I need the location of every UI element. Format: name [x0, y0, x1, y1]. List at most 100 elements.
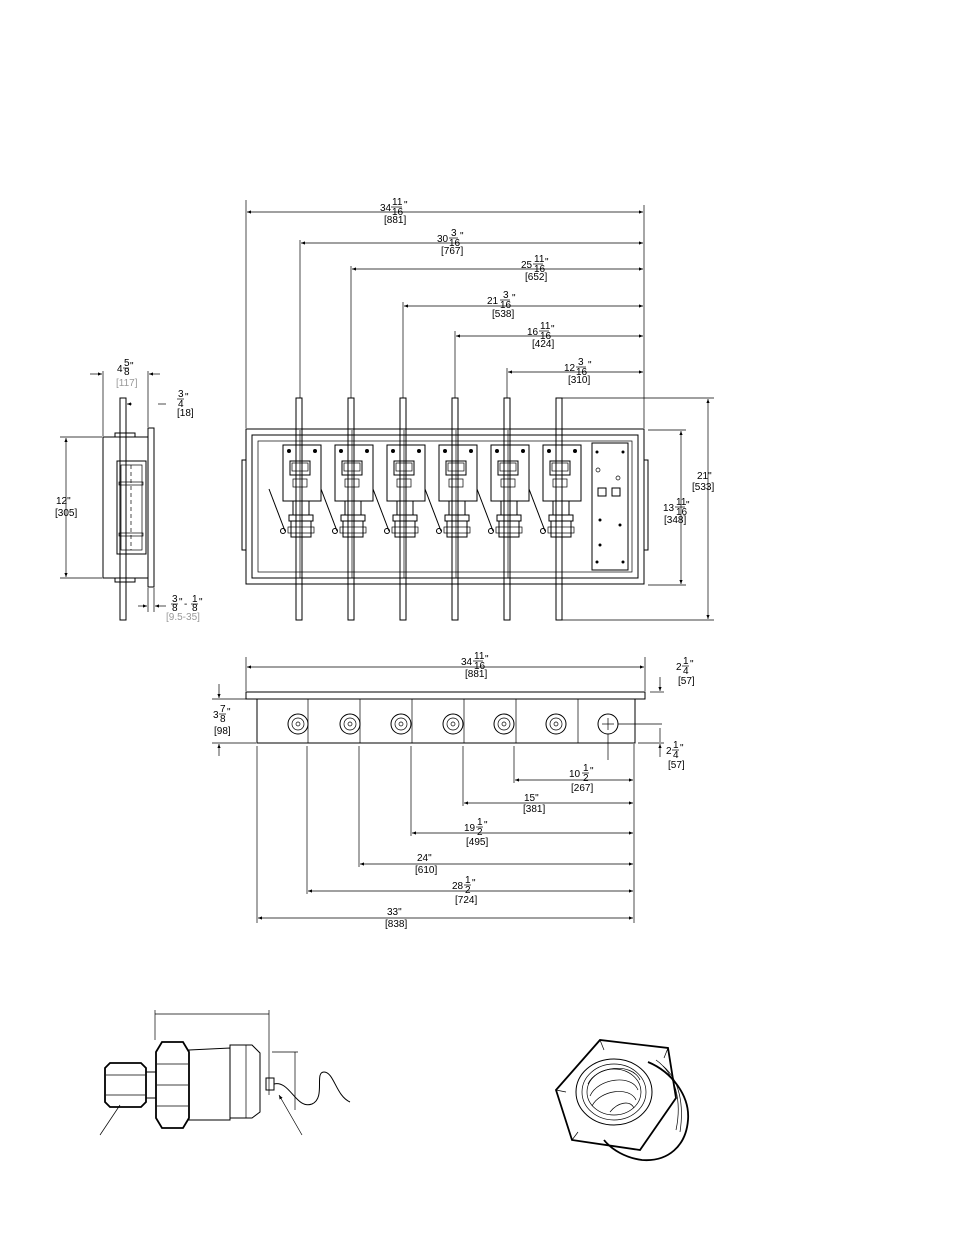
svg-text:16: 16 — [576, 367, 588, 378]
svg-text:[881]: [881] — [384, 215, 406, 226]
svg-text:": " — [545, 257, 549, 268]
svg-text:[538]: [538] — [492, 309, 514, 320]
svg-text:[610]: [610] — [415, 865, 437, 876]
pressure-gauge — [268, 444, 322, 538]
svg-text:5: 5 — [124, 358, 130, 369]
pressure-gauge — [372, 444, 426, 538]
svg-text:8: 8 — [220, 714, 226, 725]
svg-text:3: 3 — [503, 290, 509, 301]
spacing-dim-3: 19 — [464, 823, 476, 834]
svg-text:11: 11 — [474, 651, 485, 662]
svg-text:": " — [588, 360, 592, 371]
port-width-dim-2: 25 — [521, 260, 533, 271]
svg-text:4: 4 — [673, 750, 679, 761]
svg-text:11: 11 — [534, 254, 545, 265]
svg-text:": " — [485, 654, 489, 665]
svg-text:[310]: [310] — [568, 375, 590, 386]
svg-text:11: 11 — [540, 321, 551, 332]
svg-text:[652]: [652] — [525, 272, 547, 283]
svg-text:1: 1 — [683, 656, 689, 667]
svg-text:[98]: [98] — [214, 726, 231, 737]
bottom-view: 34 11 16 " [881] 2 1 4 " [57] 3 7 8 " [9… — [212, 651, 695, 930]
svg-text:": " — [179, 597, 183, 608]
svg-text:": " — [185, 392, 189, 403]
svg-text:": " — [512, 293, 516, 304]
port-width-dim-4: 16 — [527, 327, 539, 338]
pressure-gauge — [424, 444, 478, 538]
spacing-dim-5: 28 — [452, 881, 464, 892]
svg-text:1: 1 — [673, 740, 679, 751]
inner-height-dim: 13 — [663, 503, 675, 514]
svg-text:": " — [472, 878, 476, 889]
spacing-dim-4: 24" — [417, 853, 432, 864]
svg-text:[18]: [18] — [177, 408, 194, 419]
svg-text:3: 3 — [578, 357, 584, 368]
svg-text:[57]: [57] — [668, 760, 685, 771]
svg-text:": " — [130, 361, 134, 372]
svg-text:[881]: [881] — [465, 669, 487, 680]
port-knob — [287, 713, 309, 735]
svg-text:[267]: [267] — [571, 783, 593, 794]
svg-text:16: 16 — [676, 507, 688, 518]
svg-text:2: 2 — [477, 827, 483, 838]
svg-text:[305]: [305] — [55, 508, 77, 519]
center-port — [597, 713, 619, 735]
svg-text:[424]: [424] — [532, 339, 554, 350]
svg-text:16: 16 — [392, 207, 404, 218]
svg-text:[533]: [533] — [692, 482, 714, 493]
svg-text:": " — [686, 500, 690, 511]
svg-text:2: 2 — [583, 773, 589, 784]
svg-text:3: 3 — [451, 228, 457, 239]
center-offset-dim: 2 — [666, 746, 672, 757]
svg-text:[495]: [495] — [466, 837, 488, 848]
svg-text:1: 1 — [477, 817, 483, 828]
bottom-width-dim: 34 — [461, 657, 473, 668]
svg-text:16: 16 — [540, 331, 552, 342]
svg-text:[838]: [838] — [385, 919, 407, 930]
svg-text:": " — [404, 200, 408, 211]
svg-text:7: 7 — [220, 704, 226, 715]
svg-text:": " — [551, 324, 555, 335]
svg-text:16: 16 — [534, 264, 546, 275]
svg-text:8: 8 — [124, 367, 130, 378]
spacing-dim-2: 15" — [524, 793, 539, 804]
svg-text:": " — [199, 597, 203, 608]
side-depth-dim: 4 — [117, 364, 123, 375]
svg-text:[57]: [57] — [678, 676, 695, 687]
overall-width-dim: 34 — [380, 203, 392, 214]
spacing-dim-6: 33" — [387, 907, 402, 918]
svg-text:[348]: [348] — [664, 515, 686, 526]
svg-text:-: - — [184, 599, 187, 610]
box-depth-dim: 3 — [213, 710, 219, 721]
svg-text:[724]: [724] — [455, 895, 477, 906]
control-panel — [591, 442, 629, 571]
port-knob — [493, 713, 515, 735]
svg-text:": " — [690, 659, 694, 670]
side-height-dim: 12" — [56, 496, 71, 507]
hex-bushing-icon — [554, 1039, 689, 1161]
spacing-dim-1: 10 — [569, 769, 581, 780]
port-knob — [390, 713, 412, 735]
front-view: 34 11 16 " [881] 30 3 16 " [767] 25 11 1… — [241, 197, 714, 621]
svg-text:": " — [227, 707, 231, 718]
wall-range-dim: 3 — [172, 594, 178, 605]
svg-text:4: 4 — [178, 399, 184, 410]
svg-text:11: 11 — [676, 497, 687, 508]
svg-text:1: 1 — [192, 594, 198, 605]
svg-text:[9.5-35]: [9.5-35] — [166, 612, 200, 623]
flange-dim: 3 — [178, 389, 184, 400]
side-view: 4 5 8 " [117] 3 4 " [18] 12" [305] 3 — [55, 358, 203, 623]
svg-text:": " — [680, 743, 684, 754]
svg-text:1: 1 — [465, 875, 471, 886]
flange-height-dim: 2 — [676, 662, 682, 673]
port-knob — [442, 713, 464, 735]
svg-text:": " — [590, 766, 594, 777]
svg-text:16: 16 — [474, 661, 486, 672]
svg-text:8: 8 — [172, 603, 178, 614]
pressure-gauge — [528, 444, 582, 538]
pressure-gauge — [320, 444, 374, 538]
pressure-fitting-icon — [99, 1010, 351, 1136]
svg-text:[381]: [381] — [523, 804, 545, 815]
port-width-dim-1: 30 — [437, 234, 449, 245]
svg-text:": " — [460, 231, 464, 242]
